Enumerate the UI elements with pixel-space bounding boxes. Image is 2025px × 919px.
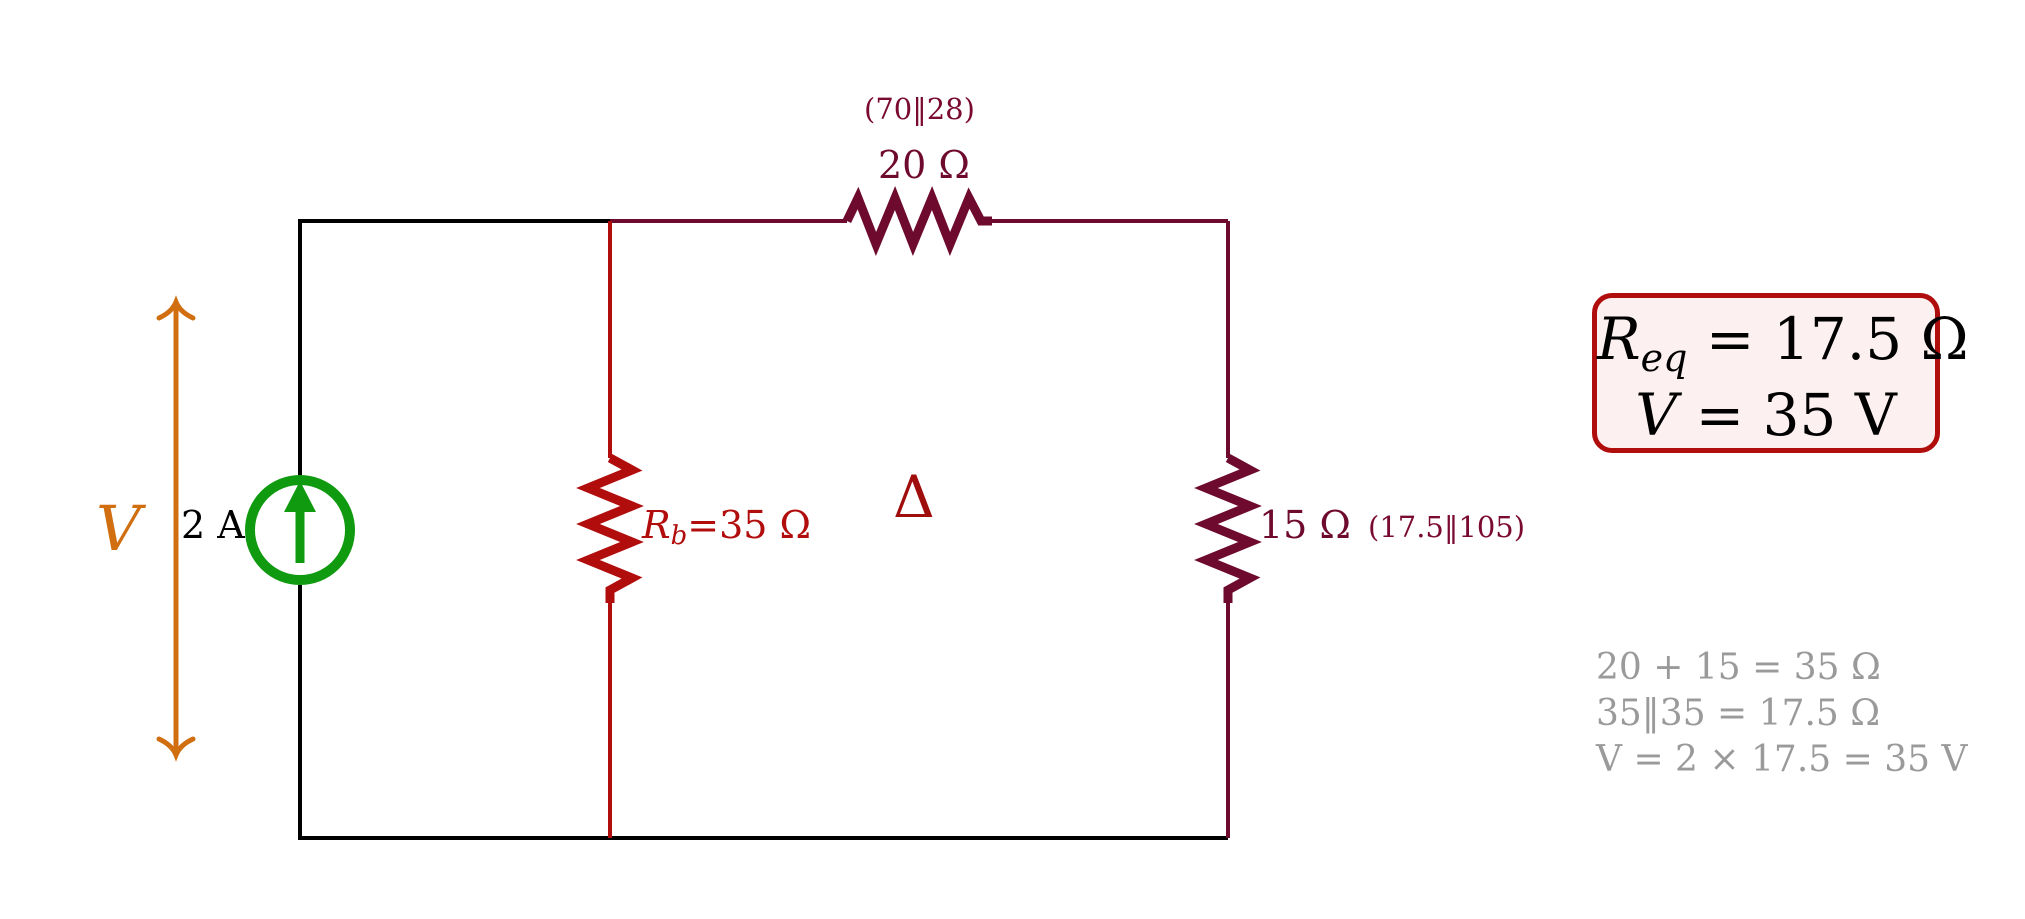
result-box: Req = 17.5 Ω V = 35 V [1592, 293, 1969, 453]
work-line-1: 20 + 15 = 35 Ω [1596, 647, 1881, 688]
voltage-label: V [96, 492, 141, 565]
voltage-arrowhead-top-icon [156, 295, 196, 321]
rb-value: =35 Ω [687, 503, 812, 547]
v-symbol: V [1635, 381, 1678, 449]
right-resistor-note: (17.5‖105) [1368, 510, 1526, 544]
wire-left-bottom [298, 585, 1228, 840]
v-value: = 35 V [1677, 381, 1897, 449]
work-line-2: 35‖35 = 17.5 Ω [1596, 693, 1881, 734]
resistor-right [1194, 454, 1262, 603]
req-subscript: eq [1640, 336, 1688, 380]
req-symbol: R [1597, 305, 1641, 373]
req-value: = 17.5 Ω [1687, 305, 1969, 373]
current-arrow-icon [284, 481, 316, 512]
source-value: 2 A [181, 503, 245, 547]
top-resistor-note: (70‖28) [864, 92, 975, 126]
resistor-top [842, 185, 992, 257]
result-v-line: V = 35 V [1597, 386, 1935, 444]
voltage-arrowhead-bottom-icon [156, 736, 196, 762]
delta-label: Δ [893, 463, 935, 531]
rb-subscript: b [670, 521, 688, 551]
rb-label: Rb=35 Ω [642, 506, 811, 549]
top-resistor-value: 20 Ω [878, 143, 970, 187]
work-line-3: V = 2 × 17.5 = 35 V [1596, 739, 1968, 780]
right-resistor-value: 15 Ω [1259, 503, 1351, 547]
rb-symbol: R [642, 503, 671, 547]
wire-left-top [298, 219, 610, 478]
resistor-rb [576, 454, 644, 603]
result-req-line: Req = 17.5 Ω [1597, 310, 1969, 380]
